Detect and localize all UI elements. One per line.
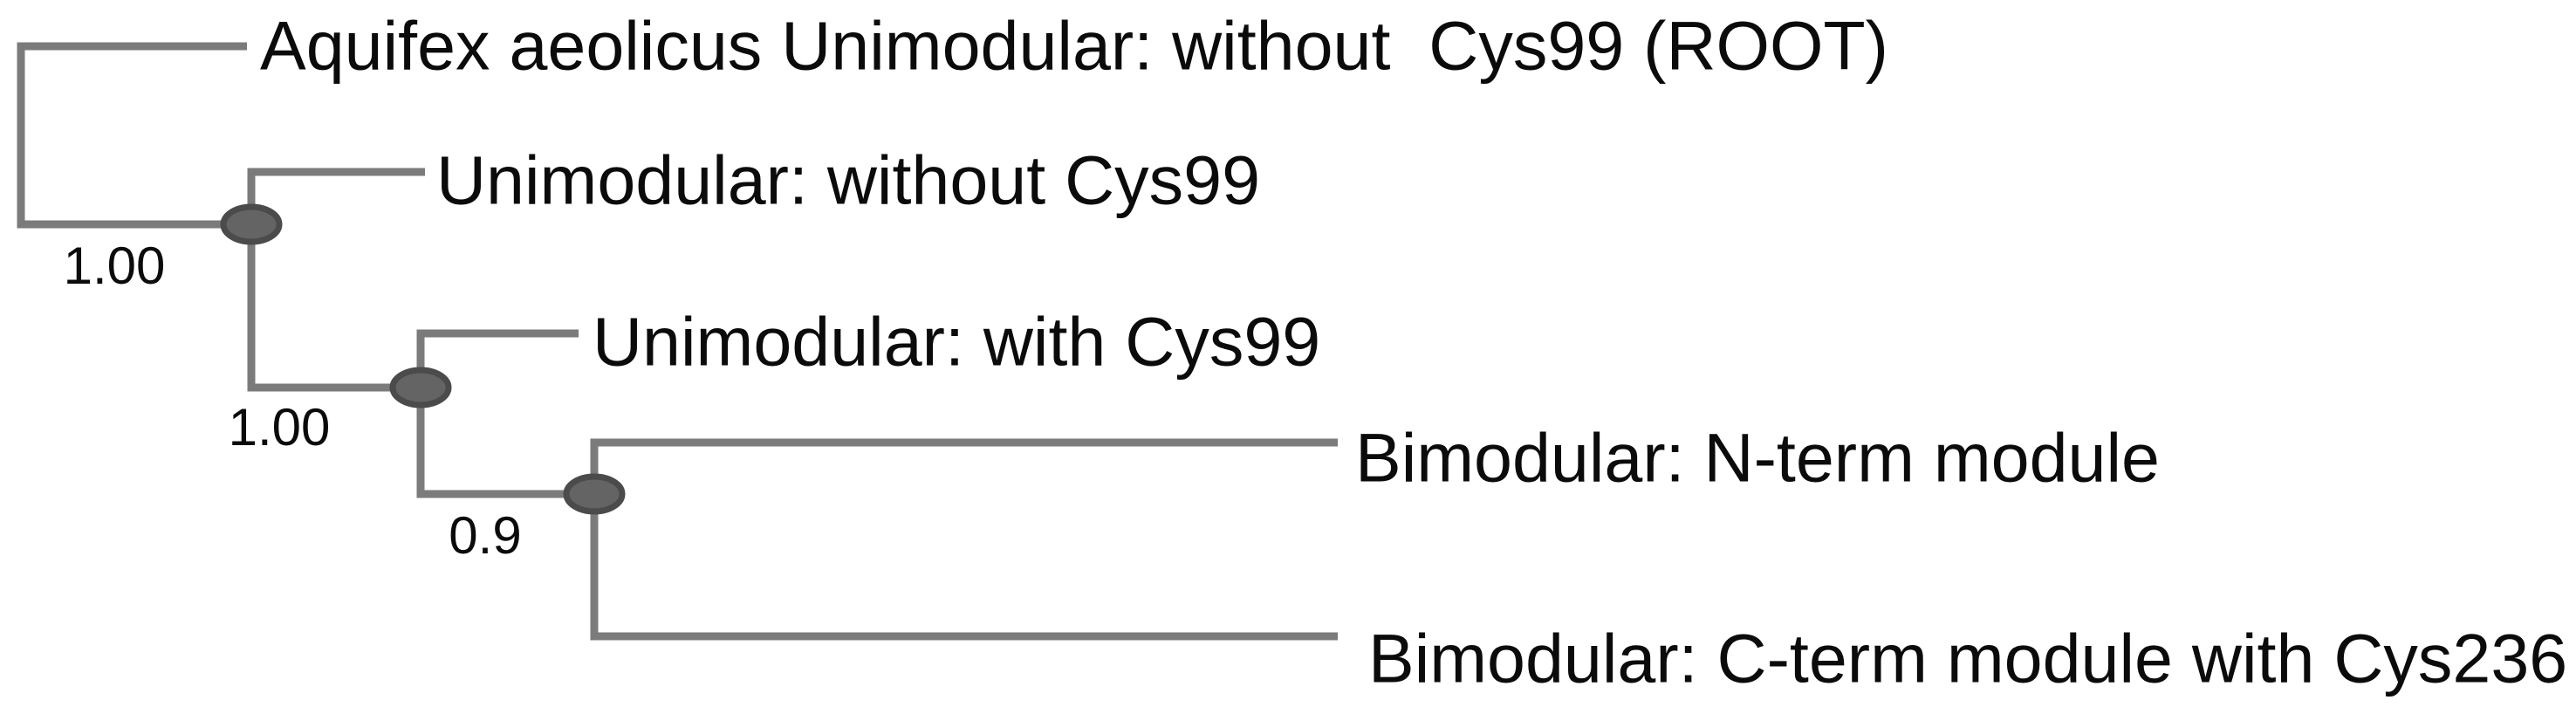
tip-label-unimodular-with-cys99: Unimodular: with Cys99 (593, 302, 1321, 381)
tip-label-aquifex-root: Aquifex aeolicus Unimodular: without Cys… (260, 6, 1888, 85)
clade-1-branch (247, 168, 425, 392)
support-value-node-3: 0.9 (449, 506, 522, 565)
tip-label-bimodular-n-term: Bimodular: N-term module (1355, 418, 2160, 497)
tip-label-unimodular-without-cys99: Unimodular: without Cys99 (436, 141, 1261, 219)
internal-node-3 (563, 473, 626, 515)
clade-2-branch (416, 329, 594, 498)
internal-node-2 (389, 367, 452, 408)
support-value-node-1: 1.00 (63, 237, 166, 295)
clade-3-branch (590, 438, 1338, 641)
tip-label-bimodular-c-term: Bimodular: C-term module with Cys236 (1368, 619, 2568, 697)
root-branch (17, 42, 251, 229)
support-value-node-2: 1.00 (228, 398, 331, 456)
internal-node-1 (220, 203, 283, 245)
